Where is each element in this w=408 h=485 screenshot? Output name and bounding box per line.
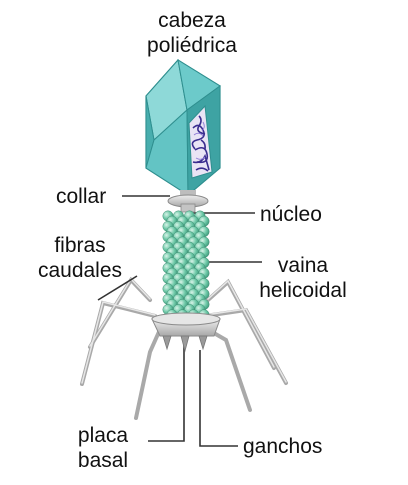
label-tail-fibers-line1: fibras — [54, 234, 106, 257]
baseplate — [151, 312, 221, 337]
label-head-line1: cabeza — [158, 9, 226, 32]
label-baseplate: placa basal — [58, 423, 148, 473]
dna-strands — [191, 115, 210, 172]
label-head: cabeza poliédrica — [132, 8, 252, 58]
helical-sheath — [162, 210, 210, 321]
label-tail-fibers-line2: caudales — [37, 259, 123, 282]
label-baseplate-line2: basal — [77, 449, 129, 472]
collar — [167, 190, 209, 213]
baseplate-spikes — [162, 335, 208, 353]
capsid-head — [145, 58, 221, 197]
label-baseplate-line1: placa — [77, 424, 129, 447]
label-collar: collar — [56, 185, 107, 208]
label-tail-fibers: fibras caudales — [24, 233, 136, 283]
tail-fiber — [198, 323, 252, 412]
label-spikes: ganchos — [243, 435, 323, 458]
label-head-line2: poliédrica — [147, 34, 237, 57]
tail-fiber — [134, 323, 164, 420]
label-sheath: vaina helicoidal — [238, 253, 368, 303]
label-core: núcleo — [260, 203, 322, 226]
label-sheath-line2: helicoidal — [259, 279, 347, 302]
label-sheath-line1: vaina — [277, 254, 329, 277]
